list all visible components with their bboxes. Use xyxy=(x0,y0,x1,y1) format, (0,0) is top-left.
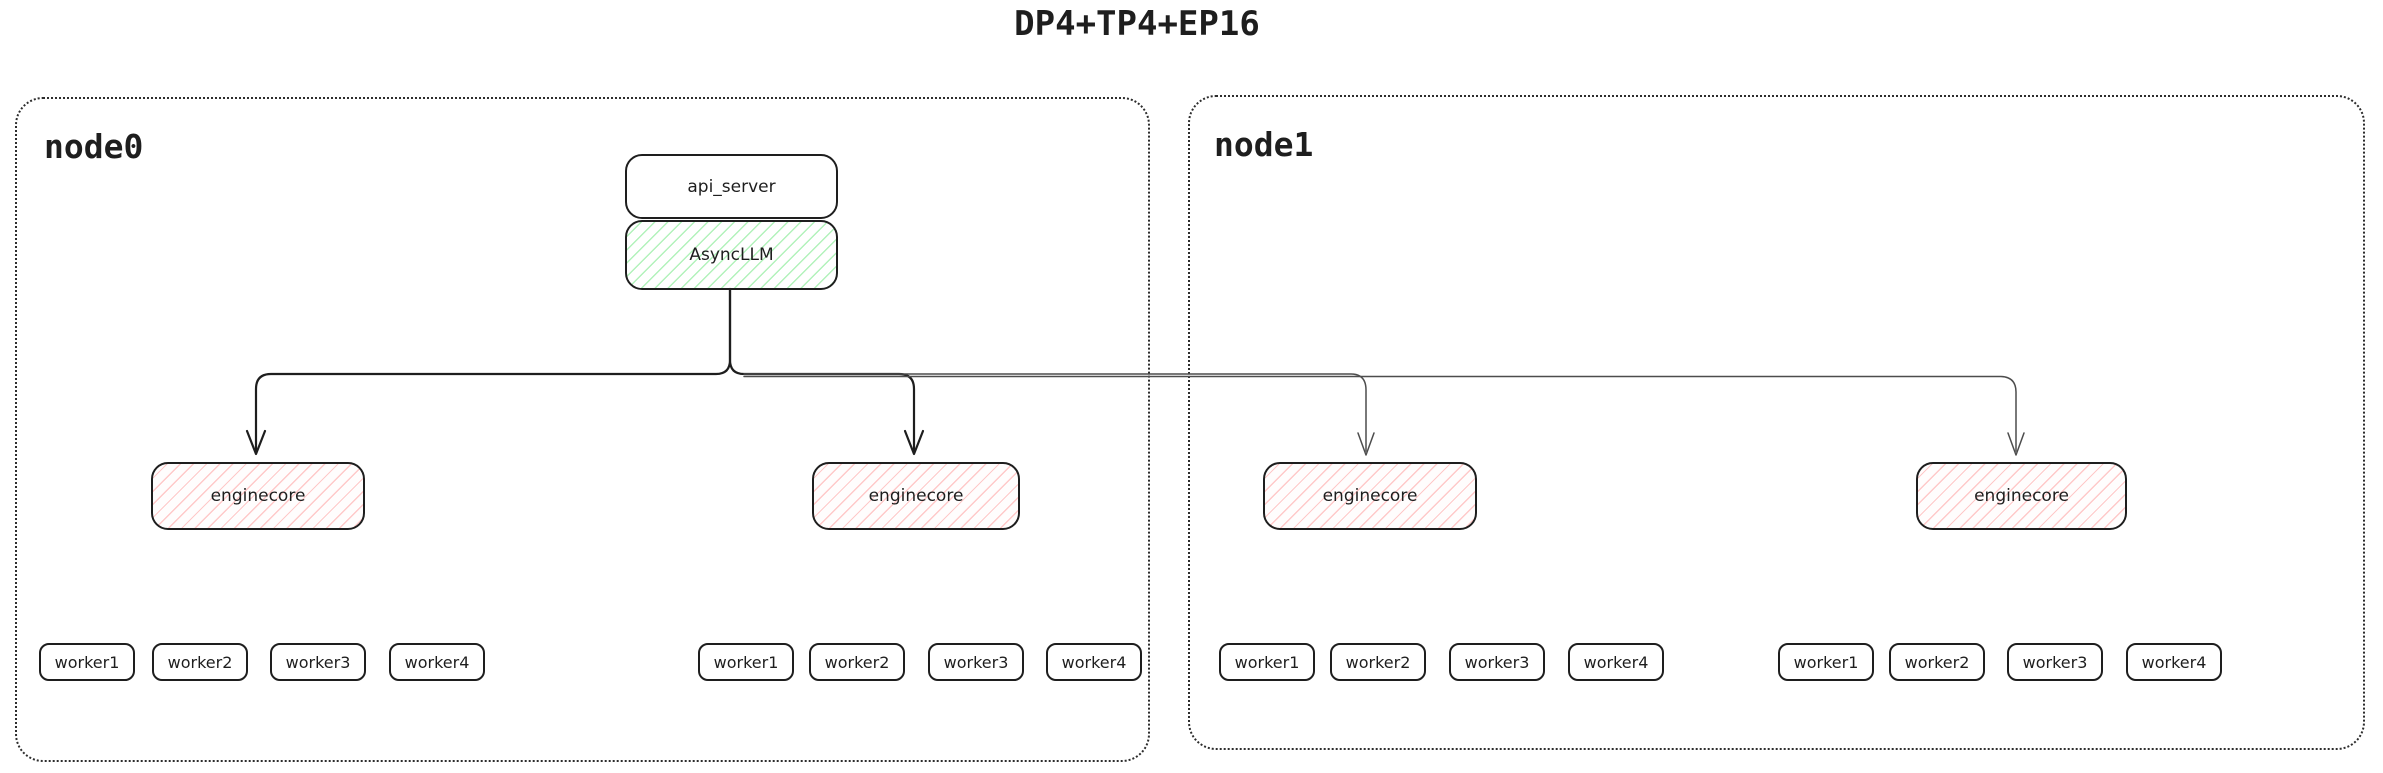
worker-box: worker1 xyxy=(39,643,135,681)
diagram-title: DP4+TP4+EP16 xyxy=(1014,4,1260,44)
worker-box: worker3 xyxy=(928,643,1024,681)
enginecore-box-3: enginecore xyxy=(1263,462,1477,530)
node0-container: node0 api_server AsyncLLM enginecore eng… xyxy=(15,97,1150,762)
worker-box: worker4 xyxy=(2126,643,2222,681)
worker-box: worker3 xyxy=(2007,643,2103,681)
enginecore-box-2: enginecore xyxy=(812,462,1020,530)
enginecore-box-4: enginecore xyxy=(1916,462,2127,530)
asyncllm-box: AsyncLLM xyxy=(625,220,838,290)
worker-box: worker2 xyxy=(809,643,905,681)
worker-box: worker1 xyxy=(1778,643,1874,681)
worker-box: worker4 xyxy=(389,643,485,681)
worker-box: worker2 xyxy=(1889,643,1985,681)
worker-box: worker4 xyxy=(1568,643,1664,681)
worker-box: worker2 xyxy=(152,643,248,681)
worker-box: worker1 xyxy=(698,643,794,681)
enginecore-box-1: enginecore xyxy=(151,462,365,530)
worker-box: worker1 xyxy=(1219,643,1315,681)
worker-box: worker3 xyxy=(1449,643,1545,681)
node0-label: node0 xyxy=(44,127,144,166)
node1-label: node1 xyxy=(1214,125,1314,164)
api-server-box: api_server xyxy=(625,154,838,219)
worker-box: worker3 xyxy=(270,643,366,681)
worker-box: worker2 xyxy=(1330,643,1426,681)
node1-container: node1 enginecore enginecore worker1 work… xyxy=(1188,95,2365,750)
worker-box: worker4 xyxy=(1046,643,1142,681)
